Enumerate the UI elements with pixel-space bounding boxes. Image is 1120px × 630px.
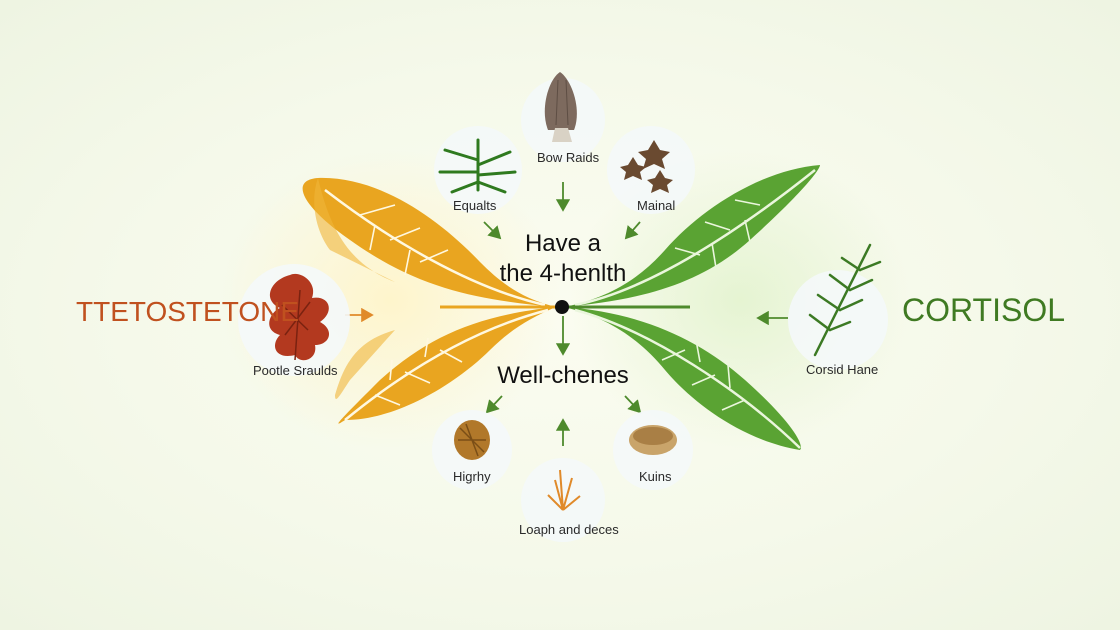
star-anise-icon	[620, 140, 673, 193]
center-node	[555, 300, 569, 314]
item-higrhy: Higrhy	[453, 469, 491, 484]
nutmeg-icon	[454, 420, 490, 460]
item-mainal: Mainal	[637, 198, 676, 213]
saffron-icon	[547, 469, 581, 511]
item-loaph-and-deces: Loaph and deces	[519, 522, 619, 537]
grain-bowl-icon	[629, 425, 677, 455]
item-equalts: Equalts	[453, 198, 497, 213]
testosterone-title: TTETOSTETONE	[76, 296, 299, 327]
item-corsid-hane: Corsid Hane	[806, 362, 879, 377]
item-bow-raids: Bow Raids	[537, 150, 600, 165]
leaves-sprig-icon	[438, 138, 517, 194]
left-upper-leaf	[302, 177, 556, 307]
cortisol-title: CORTISOL	[902, 292, 1065, 328]
red-herb-icon	[269, 273, 330, 361]
rosemary-icon	[808, 243, 882, 357]
left-lower-leaf	[338, 307, 556, 424]
center-bottom-label: Well-chenes	[497, 362, 629, 389]
item-kuins: Kuins	[639, 469, 672, 484]
center-top-line-2: the 4-henlth	[499, 260, 627, 287]
item-pootle-sraulds: Pootle Sraulds	[253, 363, 338, 378]
right-upper-leaf	[564, 165, 820, 307]
mushroom-icon	[544, 72, 577, 142]
right-lower-leaf	[564, 307, 801, 450]
center-top-line-1: Have a	[524, 230, 602, 257]
